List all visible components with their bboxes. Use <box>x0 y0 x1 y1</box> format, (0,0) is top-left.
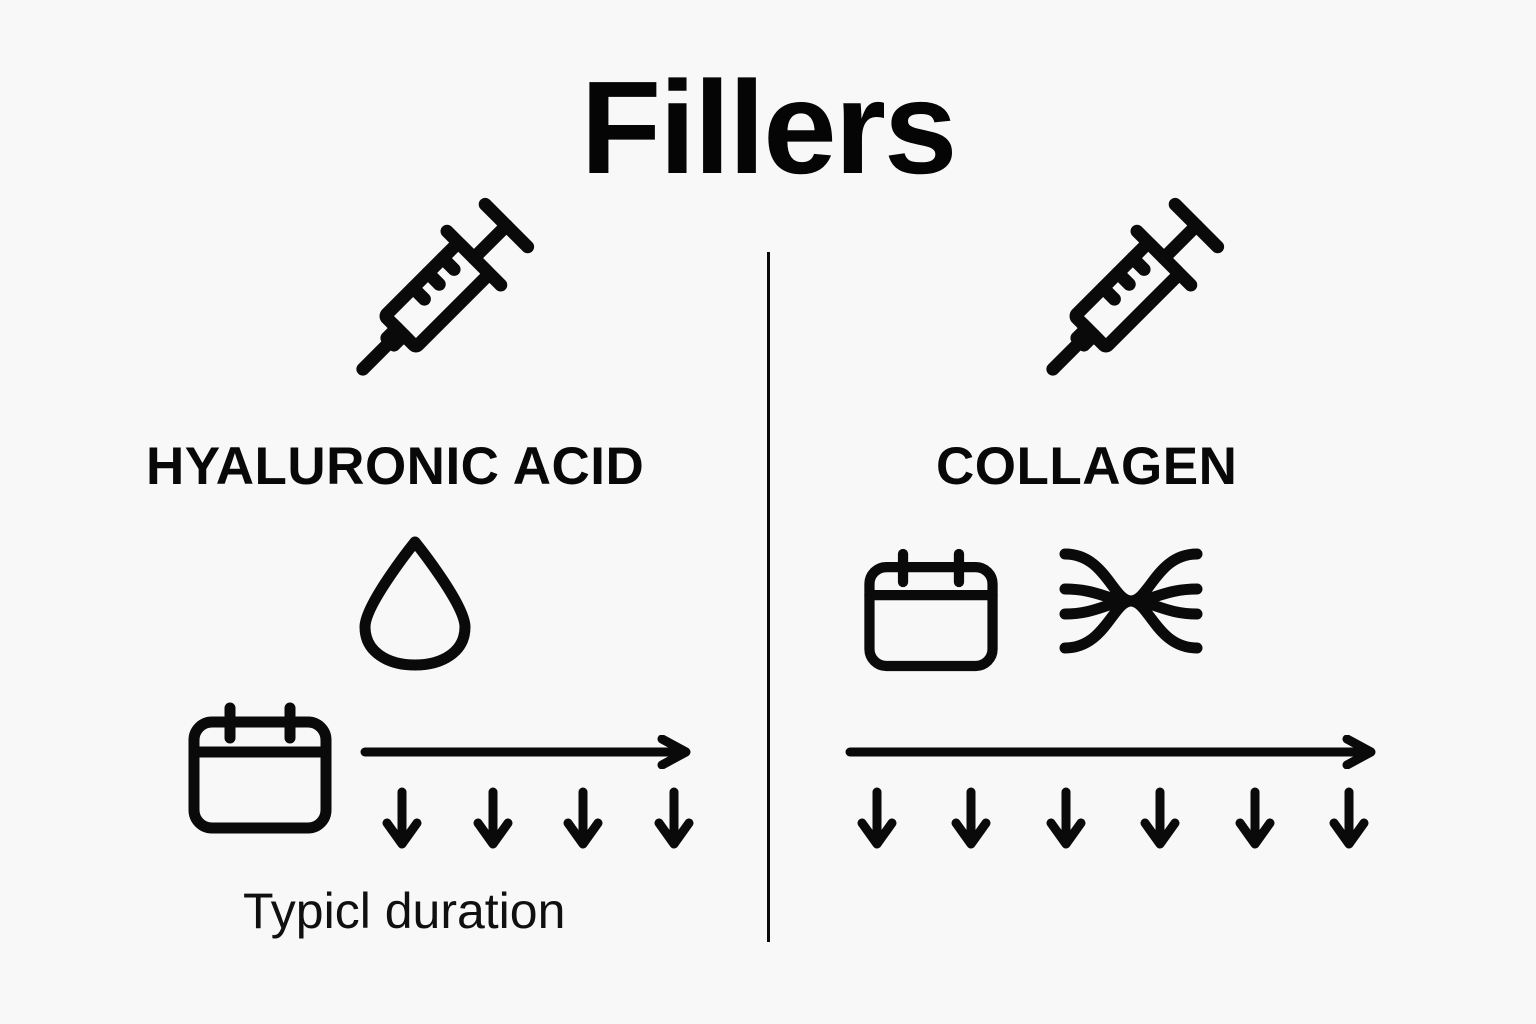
down-arrow-icon <box>1046 787 1086 854</box>
duration-caption: Typicl duration <box>243 883 566 939</box>
down-arrow-icon <box>563 787 603 854</box>
duration-arrow-group-collagen <box>845 787 1369 854</box>
vertical-divider <box>767 252 770 942</box>
down-arrow-icon <box>1329 787 1369 854</box>
down-arrow-icon <box>951 787 991 854</box>
page-title: Fillers <box>580 54 958 201</box>
timeline-arrow-icon <box>845 734 1380 774</box>
column-hyaluronic-acid: HYALURONIC ACID <box>0 0 767 1024</box>
duration-arrow-group-hyaluronic-acid <box>360 787 694 854</box>
down-arrow-icon <box>857 787 897 854</box>
down-arrow-icon <box>654 787 694 854</box>
calendar-icon <box>186 700 334 836</box>
syringe-icon <box>325 190 545 405</box>
calendar-icon <box>862 546 1000 674</box>
down-arrow-icon <box>1235 787 1275 854</box>
water-drop-icon <box>352 532 478 672</box>
syringe-icon <box>1015 190 1235 405</box>
timeline-arrow-icon <box>360 734 695 774</box>
column-heading-collagen: COLLAGEN <box>936 437 1238 496</box>
down-arrow-icon <box>382 787 422 854</box>
down-arrow-icon <box>1140 787 1180 854</box>
column-collagen <box>770 0 1536 1024</box>
collagen-strands-icon <box>1057 540 1205 662</box>
column-heading-hyaluronic-acid: HYALURONIC ACID <box>146 437 645 496</box>
down-arrow-icon <box>473 787 513 854</box>
